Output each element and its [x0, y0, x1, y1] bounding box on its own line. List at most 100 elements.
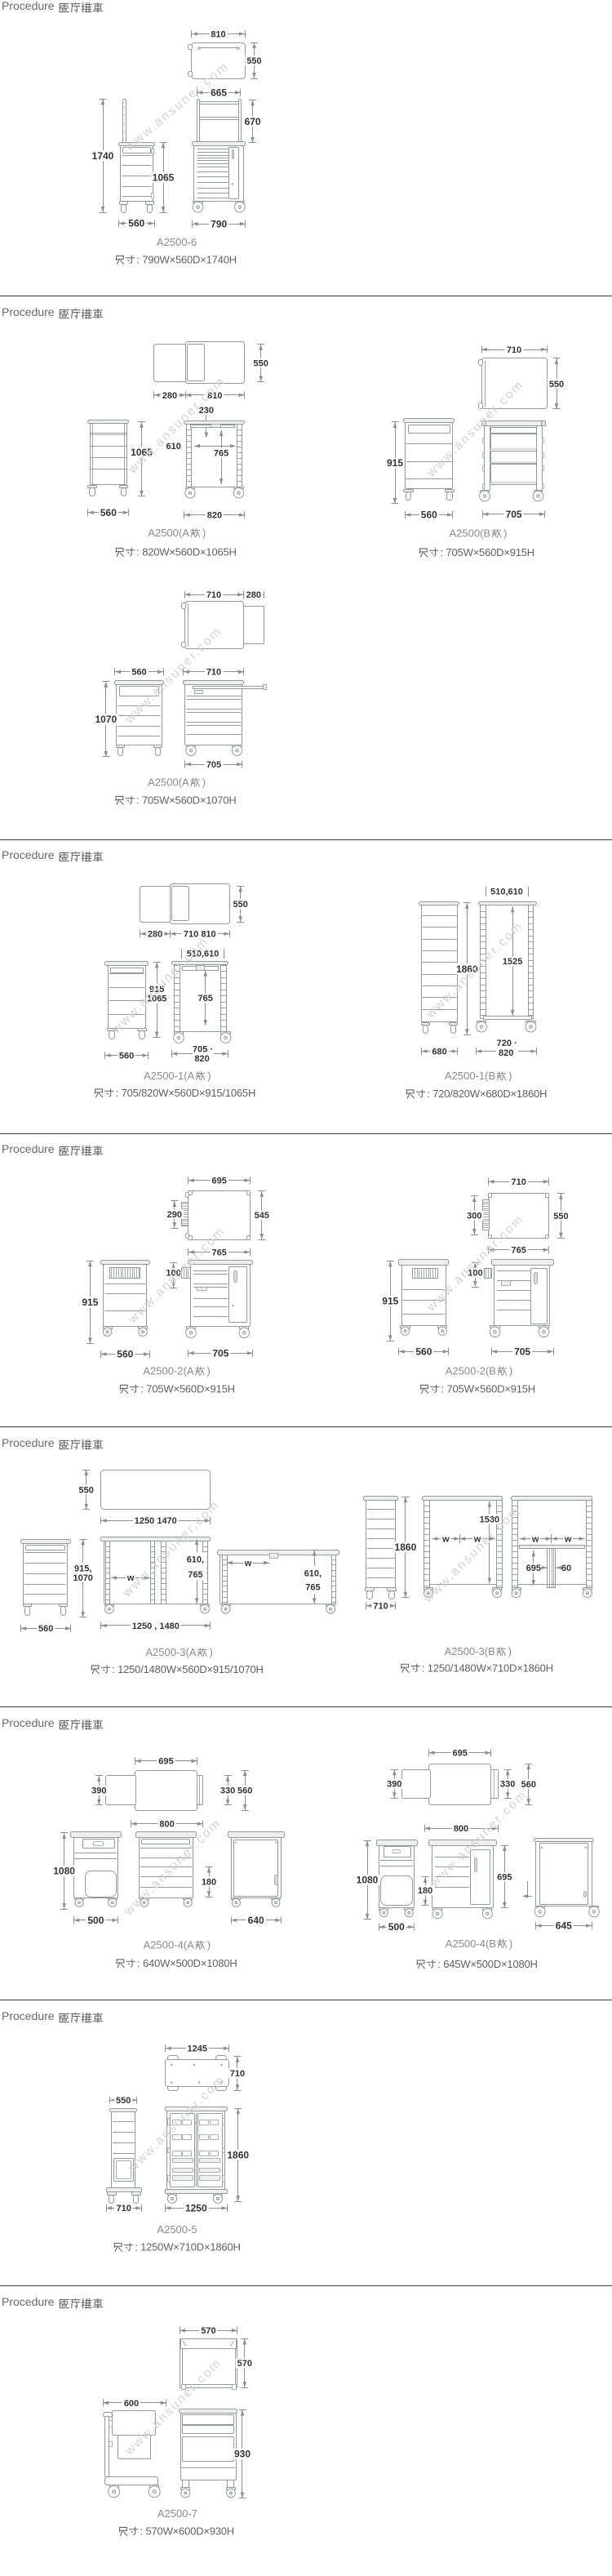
svg-text:1250/1480W×560D×915/1070H: 1250/1480W×560D×915/1070H: [118, 1663, 264, 1675]
svg-text:640: 640: [248, 1915, 264, 1926]
svg-text:710: 710: [206, 590, 221, 600]
svg-text::: :: [136, 254, 140, 266]
svg-text:Procedure: Procedure: [2, 1142, 55, 1155]
svg-text:A2500(A: A2500(A: [148, 776, 189, 789]
svg-text:): ): [508, 1645, 512, 1657]
svg-text:720 ·: 720 ·: [497, 1039, 517, 1048]
svg-text:710: 710: [507, 345, 521, 355]
svg-text:930: 930: [234, 2449, 251, 2460]
svg-text:765: 765: [188, 1570, 202, 1580]
svg-text:695: 695: [497, 1872, 512, 1882]
svg-text:290: 290: [167, 1210, 182, 1220]
svg-text:915: 915: [382, 1296, 398, 1307]
svg-text:560: 560: [100, 507, 117, 518]
svg-text:915,: 915,: [74, 1564, 91, 1574]
svg-text:765: 765: [214, 448, 228, 458]
svg-text:): ): [509, 1365, 512, 1377]
svg-text:705/820W×560D×915/1065H: 705/820W×560D×915/1065H: [122, 1087, 256, 1099]
svg-text::: :: [140, 2525, 144, 2538]
svg-text:1250W×710D×1860H: 1250W×710D×1860H: [140, 2241, 241, 2253]
svg-text:610,: 610,: [304, 1568, 322, 1578]
svg-text::: :: [135, 2241, 138, 2253]
svg-text:A2500-5: A2500-5: [157, 2223, 197, 2236]
svg-text:550: 550: [549, 380, 564, 389]
svg-text:A2500-7: A2500-7: [157, 2507, 197, 2520]
svg-text:A2500-1(B: A2500-1(B: [445, 1070, 495, 1082]
svg-text:545: 545: [255, 1211, 269, 1221]
svg-text:1080: 1080: [53, 1866, 75, 1877]
svg-text:560: 560: [119, 1051, 134, 1061]
svg-text:560: 560: [128, 218, 144, 229]
svg-text:): ): [207, 1939, 211, 1951]
svg-text:800: 800: [159, 1820, 174, 1830]
svg-text:500: 500: [87, 1915, 104, 1926]
svg-text:Procedure: Procedure: [2, 848, 55, 861]
svg-text:390: 390: [91, 1786, 106, 1796]
svg-text::: :: [441, 546, 444, 558]
svg-text:1065: 1065: [131, 447, 153, 458]
svg-text:800: 800: [454, 1824, 468, 1834]
svg-text:810: 810: [207, 391, 222, 401]
svg-text::: :: [427, 1088, 430, 1100]
svg-text:Procedure: Procedure: [2, 1436, 55, 1449]
svg-text:1860: 1860: [456, 963, 478, 975]
svg-text:550: 550: [79, 1485, 94, 1495]
svg-text:640W×500D×1080H: 640W×500D×1080H: [143, 1957, 237, 1969]
svg-text::: :: [422, 1662, 425, 1674]
svg-text:1250: 1250: [185, 2203, 207, 2214]
svg-text:w: w: [126, 1573, 135, 1583]
svg-text:765: 765: [198, 994, 213, 1003]
svg-text:Procedure: Procedure: [2, 2009, 55, 2022]
svg-text:510,610: 510,610: [490, 888, 523, 897]
svg-text:A2500-2(B: A2500-2(B: [446, 1365, 496, 1377]
svg-text:w: w: [244, 1559, 252, 1568]
svg-text:610,: 610,: [187, 1555, 204, 1565]
svg-text::: :: [136, 794, 140, 807]
svg-text:1245: 1245: [188, 2044, 207, 2054]
svg-text:w: w: [441, 1534, 450, 1544]
svg-text:w: w: [564, 1534, 572, 1544]
svg-text:570W×600D×930H: 570W×600D×930H: [146, 2525, 235, 2538]
svg-text:820: 820: [499, 1048, 513, 1058]
svg-text:): ): [207, 1070, 211, 1082]
svg-text:600: 600: [124, 2399, 139, 2409]
svg-text:705: 705: [514, 1346, 530, 1358]
svg-text:): ): [503, 527, 507, 540]
svg-text:Procedure: Procedure: [2, 1716, 55, 1729]
svg-text:610: 610: [166, 442, 181, 452]
svg-text:705W×560D×915H: 705W×560D×915H: [446, 546, 535, 558]
svg-text:A2500-4(A: A2500-4(A: [144, 1939, 194, 1951]
svg-text:645W×500D×1080H: 645W×500D×1080H: [443, 1958, 538, 1970]
svg-text:765: 765: [512, 1246, 526, 1256]
svg-text:705 ·: 705 ·: [193, 1045, 213, 1055]
svg-text:570: 570: [201, 2326, 215, 2336]
svg-text::: :: [137, 1957, 140, 1969]
svg-text:): ): [508, 1070, 512, 1082]
svg-text:790W×560D×1740H: 790W×560D×1740H: [142, 254, 237, 266]
svg-text:A2500-6: A2500-6: [157, 236, 197, 248]
svg-text:1080: 1080: [357, 1875, 379, 1886]
svg-text:A2500-2(A: A2500-2(A: [143, 1365, 193, 1377]
svg-text::: :: [437, 1958, 441, 1970]
svg-text:820: 820: [207, 511, 222, 521]
svg-text:705: 705: [212, 1347, 228, 1359]
svg-text:710: 710: [512, 1177, 526, 1187]
svg-text:330: 330: [220, 1786, 235, 1796]
svg-text:705W×560D×915H: 705W×560D×915H: [146, 1383, 234, 1395]
svg-text:1740: 1740: [92, 150, 114, 162]
svg-text:100: 100: [166, 1269, 180, 1279]
svg-text:330: 330: [500, 1780, 515, 1790]
svg-text:680: 680: [432, 1047, 446, 1057]
svg-text:915: 915: [387, 457, 403, 469]
svg-text::: :: [116, 1087, 119, 1099]
svg-text:A2500(A: A2500(A: [148, 527, 189, 539]
svg-text:695: 695: [453, 1749, 468, 1759]
svg-text:710 810: 710 810: [184, 930, 216, 940]
svg-text:w: w: [531, 1534, 539, 1544]
svg-text:560: 560: [415, 1346, 432, 1358]
svg-text:560: 560: [421, 509, 437, 521]
svg-text:550: 550: [254, 359, 268, 369]
svg-text:390: 390: [387, 1780, 401, 1790]
svg-text:100: 100: [468, 1268, 482, 1278]
svg-text:): ): [202, 776, 206, 789]
